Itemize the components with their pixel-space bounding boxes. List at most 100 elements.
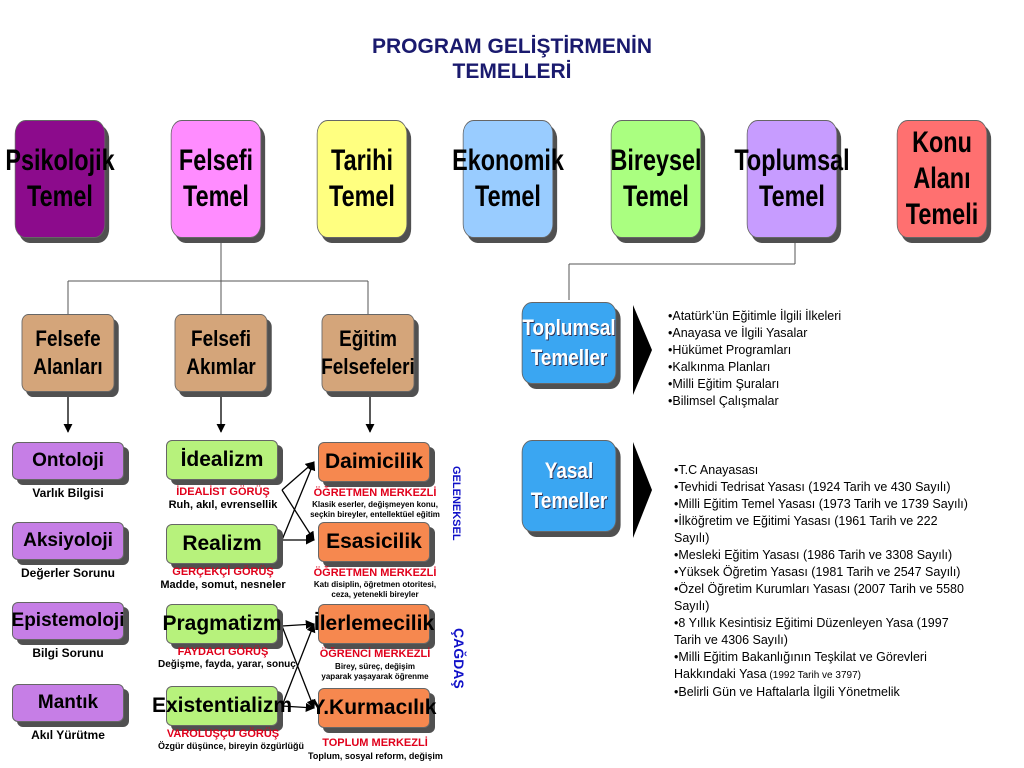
social-list-item: •Atatürk’ün Eğitimle İlgili İlkeleri xyxy=(668,309,842,323)
foundation-label: Temel xyxy=(475,180,541,213)
title-line-2: TEMELLERİ xyxy=(452,60,572,83)
philosophy-center: TOPLUM MERKEZLİ xyxy=(322,737,428,749)
philosophy-desc: Katı disiplin, öğretmen otoritesi, xyxy=(313,580,437,589)
movement-desc: Özgür düşünce, bireyin özgürlüğü xyxy=(158,741,305,751)
philosophy-desc: Toplum, sosyal reform, değişim xyxy=(308,751,443,761)
area-desc: Değerler Sorunu xyxy=(20,566,116,580)
social-foundations-list: •Atatürk’ün Eğitimle İlgili İlkeleri •Ana… xyxy=(668,308,841,410)
area-mantik: Mantık xyxy=(12,684,124,722)
foundation-label: Ekonomik xyxy=(452,144,564,177)
philosophy-name: İlerlemecilik xyxy=(313,612,435,635)
area-name: Mantık xyxy=(37,692,99,713)
movement-idealizm: İdealizm xyxy=(166,440,278,480)
legal-list-item: •Milli Eğitim Temel Yasası (1973 Tarih v… xyxy=(674,497,968,511)
page-title: PROGRAM GELİŞTİRMENİN TEMELLERİ xyxy=(0,34,1024,84)
branch-label: Eğitim xyxy=(339,326,397,351)
chevron-yasal xyxy=(633,442,652,538)
arrow-pragmatizm-ilerlemecilik xyxy=(281,619,315,630)
legal-list-item: Sayılı) xyxy=(674,599,710,613)
social-list-item: •Kalkınma Planları xyxy=(668,360,771,374)
foundation-label: Temel xyxy=(623,180,689,213)
branch-felsefi-akimlar: Felsefi Akımlar xyxy=(174,314,268,392)
movement-name: Realizm xyxy=(182,532,262,555)
social-label: Toplumsal xyxy=(522,315,616,340)
philosophy-center: ÖĞRENCİ MERKEZLİ xyxy=(319,648,431,660)
area-aksiyoloji: Aksiyoloji xyxy=(12,522,124,560)
arrow-existentializm-ilerlemecilik xyxy=(281,623,316,707)
branch-label: Alanları xyxy=(33,354,103,379)
foundation-label: Bireysel xyxy=(610,144,702,177)
area-name: Ontoloji xyxy=(32,450,104,471)
foundation-label: Konu Alanı xyxy=(912,126,972,195)
foundation-label: Toplumsal xyxy=(734,144,850,177)
legal-label: Yasal xyxy=(544,458,594,483)
movement-desc: Madde, somut, nesneler xyxy=(160,579,286,591)
social-list-item: •Hükümet Programları xyxy=(668,343,792,357)
branch-label: Felsefeleri xyxy=(321,354,415,379)
philosophy-esasicilik: Esasicilik xyxy=(318,522,430,562)
legal-list-item: •T.C Anayasası xyxy=(674,463,759,477)
foundation-label: Felsefi xyxy=(178,144,254,177)
foundation-toplumsal: Toplumsal Temel xyxy=(734,120,850,238)
foundation-psikolojik: Psikolojik Temel xyxy=(5,120,115,238)
title-line-1: PROGRAM GELİŞTİRMENİN xyxy=(371,35,652,58)
philosophy-name: Esasicilik xyxy=(326,530,422,553)
legal-list-item: •Yüksek Öğretim Yasası (1981 Tarih ve 25… xyxy=(674,565,961,579)
philosophy-center: ÖĞRETMEN MERKEZLİ xyxy=(313,487,437,499)
foundation-label: Temel xyxy=(183,180,249,213)
philosophy-desc: Birey, süreç, değişim xyxy=(335,662,415,671)
area-desc: Varlık Bilgisi xyxy=(32,486,104,500)
movement-name: İdealizm xyxy=(180,448,264,471)
movement-desc: Değişme, fayda, yarar, sonuç xyxy=(158,659,296,670)
movement-name: Existentializm xyxy=(151,694,293,717)
philosophy-ilerlemecilik: İlerlemecilik xyxy=(314,604,434,644)
movement-name: Pragmatizm xyxy=(162,612,282,635)
group-label-traditional: GELENEKSEL xyxy=(450,466,462,541)
social-list-item: •Milli Eğitim Şuraları xyxy=(668,377,780,391)
philosophy-desc: seçkin bireyler, entellektüel eğitim xyxy=(310,510,440,519)
branch-egitim-felsefeleri: Eğitim Felsefeleri xyxy=(321,314,415,392)
philosophy-name: Daimicilik xyxy=(324,450,424,473)
movement-existentializm: Existentializm xyxy=(152,686,292,726)
legal-foundations-box: Yasal Temeller xyxy=(521,440,617,532)
branch-label: Felsefi xyxy=(191,326,251,351)
legal-list-item: Sayılı) xyxy=(674,531,710,545)
legal-list-item: •Özel Öğretim Kurumları Yasası (2007 Tar… xyxy=(674,582,964,596)
legal-list-item: •Mesleki Eğitim Yasası (1986 Tarih ve 33… xyxy=(674,548,953,562)
legal-list-item: •İlköğretim ve Eğitimi Yasası (1961 Tari… xyxy=(674,514,938,528)
area-desc: Akıl Yürütme xyxy=(31,728,105,742)
philosophy-center: ÖĞRETMEN MERKEZLİ xyxy=(313,567,437,579)
arrow-pragmatizm-ykurmacilik xyxy=(281,625,316,709)
movement-pragmatizm: Pragmatizm xyxy=(162,604,282,644)
branch-label: Felsefe xyxy=(35,326,101,351)
philosophy-name: Y.Kurmacılık xyxy=(311,696,437,719)
foundation-tarihi: Tarihi Temel xyxy=(316,120,408,238)
social-label: Temeller xyxy=(530,345,608,370)
movement-realizm: Realizm xyxy=(166,524,278,564)
foundation-label: Temel xyxy=(27,180,93,213)
philosophy-ykurmacilik: Y.Kurmacılık xyxy=(312,688,436,728)
area-name: Epistemoloji xyxy=(11,610,125,631)
legal-list-item: Tarih ve 4306 Sayılı) xyxy=(674,633,788,647)
legal-list-item: •Belirli Gün ve Haftalarla İlgili Yönetm… xyxy=(674,685,900,699)
movement-desc: Ruh, akıl, evrensellik xyxy=(168,499,278,511)
foundation-konu-alani: Konu Alanı Temeli xyxy=(896,120,988,238)
area-ontoloji: Ontoloji xyxy=(12,442,124,480)
arrow-idealizm-daimicilik xyxy=(281,461,315,491)
foundation-ekonomik: Ekonomik Temel xyxy=(452,120,564,238)
area-desc: Bilgi Sorunu xyxy=(32,646,104,660)
movement-view: GERÇEKÇİ GÖRÜŞ xyxy=(172,566,274,578)
legal-list-item: Hakkındaki Yasa (1992 Tarih ve 3797) xyxy=(674,667,861,681)
movement-view: İDEALİST GÖRÜŞ xyxy=(176,486,270,498)
legal-list-item: •Milli Eğitim Bakanlığının Teşkilat ve G… xyxy=(674,650,927,664)
social-foundations-box: Toplumsal Temeller xyxy=(521,302,617,384)
social-list-item: •Anayasa ve İlgili Yasalar xyxy=(668,326,808,340)
area-epistemoloji: Epistemoloji xyxy=(12,602,124,640)
arrow-existentializm-ykurmacilik xyxy=(281,702,315,713)
foundation-felsefi: Felsefi Temel xyxy=(170,120,262,238)
philosophy-daimicilik: Daimicilik xyxy=(318,442,430,482)
chevron-toplumsal xyxy=(633,305,652,395)
legal-foundations-list: •T.C Anayasası•Tevhidi Tedrisat Yasası (… xyxy=(674,462,968,701)
legal-list-item: •8 Yıllık Kesintisiz Eğitimi Düzenleyen … xyxy=(674,616,949,630)
